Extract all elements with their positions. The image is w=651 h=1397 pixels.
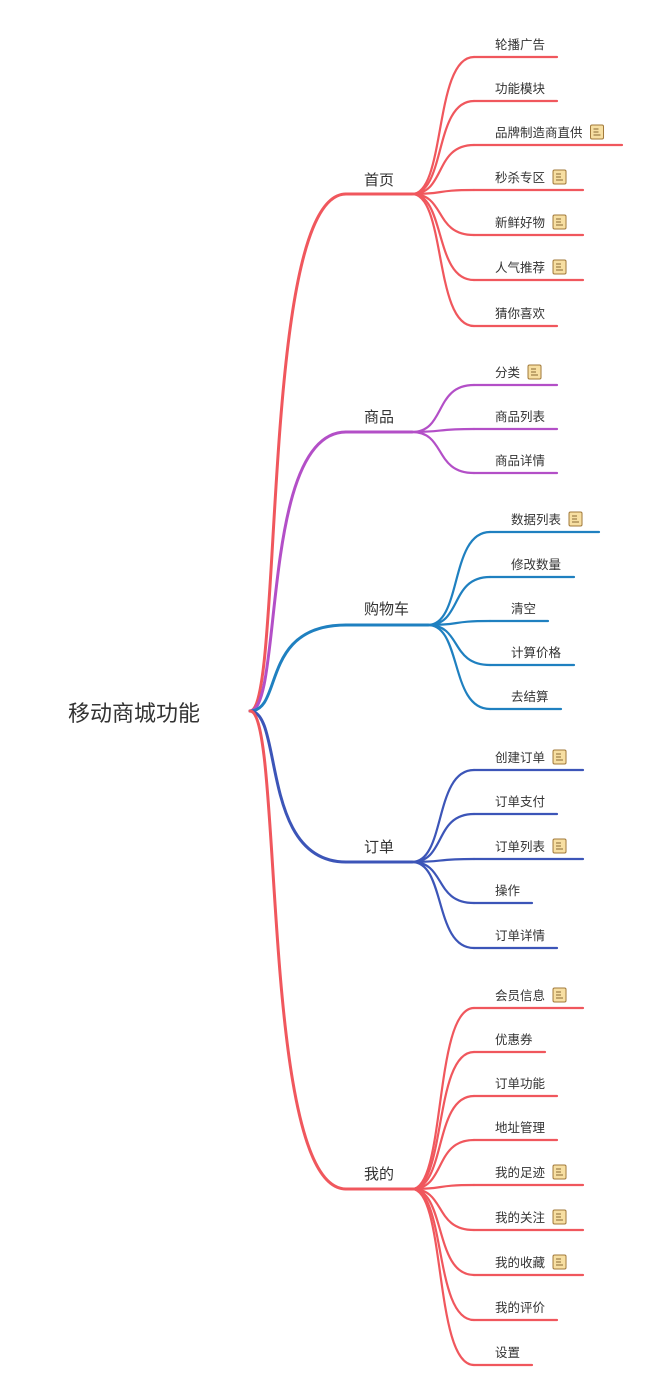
leaf-connector bbox=[410, 430, 476, 475]
leaf-connector bbox=[410, 99, 476, 196]
leaf-connector bbox=[426, 623, 492, 711]
leaf-topic[interactable]: 订单功能 bbox=[495, 1076, 546, 1091]
note-icon[interactable] bbox=[590, 124, 605, 140]
leaf-topic[interactable]: 订单列表 bbox=[495, 839, 546, 854]
leaf-topic[interactable]: 修改数量 bbox=[511, 557, 561, 572]
leaf-connector bbox=[410, 1183, 476, 1191]
leaf-connector bbox=[410, 55, 476, 196]
leaf-connector bbox=[426, 623, 492, 667]
leaf-connector bbox=[410, 812, 476, 864]
leaf-topic[interactable]: 设置 bbox=[495, 1345, 520, 1360]
note-icon[interactable] bbox=[552, 1254, 567, 1270]
root-branch-connector bbox=[248, 192, 348, 713]
leaf-topic[interactable]: 我的评价 bbox=[495, 1300, 546, 1315]
leaf-topic[interactable]: 数据列表 bbox=[511, 512, 562, 527]
leaf-connector bbox=[410, 1187, 476, 1367]
leaf-topic[interactable]: 订单详情 bbox=[495, 928, 545, 943]
leaf-connector bbox=[410, 143, 476, 196]
leaf-connector bbox=[410, 1138, 476, 1191]
branch-topic[interactable]: 首页 bbox=[364, 171, 394, 189]
leaf-connector bbox=[410, 857, 476, 864]
leaf-connector bbox=[410, 1187, 476, 1322]
leaf-connector bbox=[410, 427, 476, 434]
leaf-topic[interactable]: 计算价格 bbox=[511, 645, 562, 660]
leaf-topic[interactable]: 地址管理 bbox=[495, 1120, 546, 1135]
note-icon[interactable] bbox=[568, 511, 583, 527]
leaf-topic[interactable]: 我的关注 bbox=[495, 1210, 546, 1225]
leaf-connector bbox=[410, 860, 476, 950]
root-branch-connector bbox=[248, 430, 348, 713]
leaf-connector bbox=[410, 768, 476, 864]
note-icon[interactable] bbox=[552, 259, 567, 275]
leaf-topic[interactable]: 优惠券 bbox=[495, 1032, 533, 1047]
leaf-topic[interactable]: 猜你喜欢 bbox=[495, 306, 546, 321]
note-icon[interactable] bbox=[527, 364, 542, 380]
leaf-connector bbox=[426, 530, 492, 627]
root-topic[interactable]: 移动商城功能 bbox=[68, 702, 200, 727]
leaf-topic[interactable]: 会员信息 bbox=[495, 988, 545, 1003]
leaf-connector bbox=[426, 619, 492, 627]
branch-topic[interactable]: 我的 bbox=[364, 1165, 394, 1183]
leaf-connector bbox=[410, 1050, 476, 1191]
leaf-topic[interactable]: 我的收藏 bbox=[495, 1255, 546, 1270]
leaf-connector bbox=[410, 192, 476, 237]
leaf-topic[interactable]: 清空 bbox=[511, 601, 536, 616]
leaf-topic[interactable]: 品牌制造商直供 bbox=[495, 125, 583, 140]
leaf-connector bbox=[426, 575, 492, 627]
root-branch-connector bbox=[248, 709, 348, 864]
note-icon[interactable] bbox=[552, 1164, 567, 1180]
note-icon[interactable] bbox=[552, 169, 567, 185]
leaf-topic[interactable]: 商品详情 bbox=[495, 453, 545, 468]
note-icon[interactable] bbox=[552, 214, 567, 230]
leaf-topic[interactable]: 功能模块 bbox=[495, 81, 546, 96]
leaf-connector bbox=[410, 860, 476, 905]
note-icon[interactable] bbox=[552, 838, 567, 854]
connector-layer bbox=[248, 55, 624, 1367]
note-icon[interactable] bbox=[552, 749, 567, 765]
leaf-topic[interactable]: 创建订单 bbox=[495, 750, 545, 765]
leaf-topic[interactable]: 操作 bbox=[495, 883, 521, 898]
branch-topic[interactable]: 订单 bbox=[364, 838, 394, 856]
note-icon[interactable] bbox=[552, 1209, 567, 1225]
leaf-connector bbox=[410, 192, 476, 328]
leaf-topic[interactable]: 订单支付 bbox=[495, 794, 545, 809]
branch-topic[interactable]: 商品 bbox=[364, 408, 394, 426]
node-layer: 移动商城功能 首页 轮播广告功能模块品牌制造商直供秒杀专区新鲜好物人气推荐猜你喜欢… bbox=[68, 37, 605, 1360]
leaf-topic[interactable]: 人气推荐 bbox=[495, 260, 545, 275]
leaf-topic[interactable]: 分类 bbox=[495, 365, 521, 380]
leaf-topic[interactable]: 商品列表 bbox=[495, 409, 546, 424]
root-branch-connector bbox=[248, 623, 348, 713]
leaf-topic[interactable]: 我的足迹 bbox=[495, 1165, 546, 1180]
branch-topic[interactable]: 购物车 bbox=[364, 600, 409, 618]
leaf-connector bbox=[410, 1094, 476, 1191]
leaf-connector bbox=[410, 383, 476, 434]
leaf-topic[interactable]: 轮播广告 bbox=[495, 37, 545, 52]
note-icon[interactable] bbox=[552, 987, 567, 1003]
leaf-topic[interactable]: 去结算 bbox=[511, 689, 549, 704]
leaf-topic[interactable]: 新鲜好物 bbox=[495, 215, 545, 230]
leaf-topic[interactable]: 秒杀专区 bbox=[495, 170, 545, 185]
root-branch-connector bbox=[248, 709, 348, 1191]
leaf-connector bbox=[410, 188, 476, 196]
